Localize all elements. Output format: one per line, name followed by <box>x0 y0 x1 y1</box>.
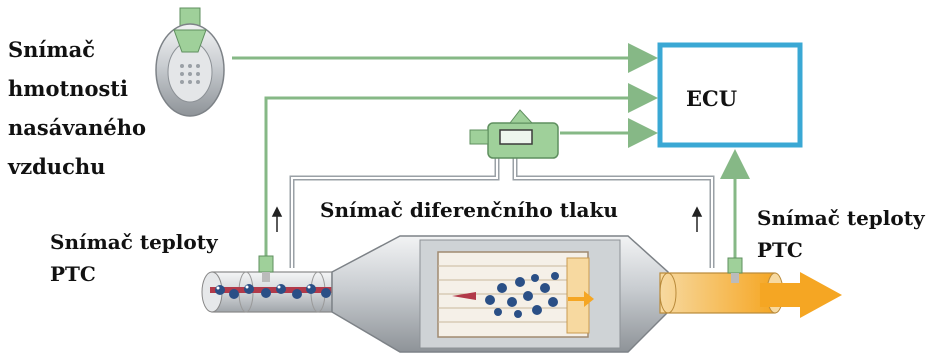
maf-sensor-label: Snímač hmotnosti nasávaného vzduchu <box>8 30 146 186</box>
flow-arrow-inner <box>568 291 594 307</box>
temp-sensor-right-label: Snímač teploty PTC <box>757 202 925 266</box>
ecu-box <box>657 42 803 148</box>
maf-label-line-4: vzduchu <box>8 154 106 179</box>
temp-right-line-1: Snímač teploty <box>757 206 925 230</box>
ecu-label: ECU <box>686 86 738 111</box>
differential-pressure-sensor <box>469 109 559 159</box>
signal-lines <box>232 43 750 262</box>
maf-label-line-2: hmotnosti <box>8 76 128 101</box>
soot-particles-inlet <box>210 284 340 299</box>
trapped-particles <box>485 272 559 318</box>
maf-label-line-1: Snímač <box>8 37 96 62</box>
temp-left-line-2: PTC <box>50 262 96 286</box>
maf-sensor <box>155 7 225 117</box>
flow-up-arrows <box>271 206 703 232</box>
temp-left-line-1: Snímač teploty <box>50 230 218 254</box>
dpf-housing <box>331 235 669 353</box>
exhaust-arrow <box>760 272 842 318</box>
temp-right-line-2: PTC <box>757 238 803 262</box>
temp-sensor-right <box>727 257 743 283</box>
differential-pressure-label: Snímač diferenčního tlaku <box>320 198 618 222</box>
maf-label-line-3: nasávaného <box>8 115 147 140</box>
temp-sensor-left <box>258 255 274 282</box>
temp-sensor-left-label: Snímač teploty PTC <box>50 226 218 290</box>
